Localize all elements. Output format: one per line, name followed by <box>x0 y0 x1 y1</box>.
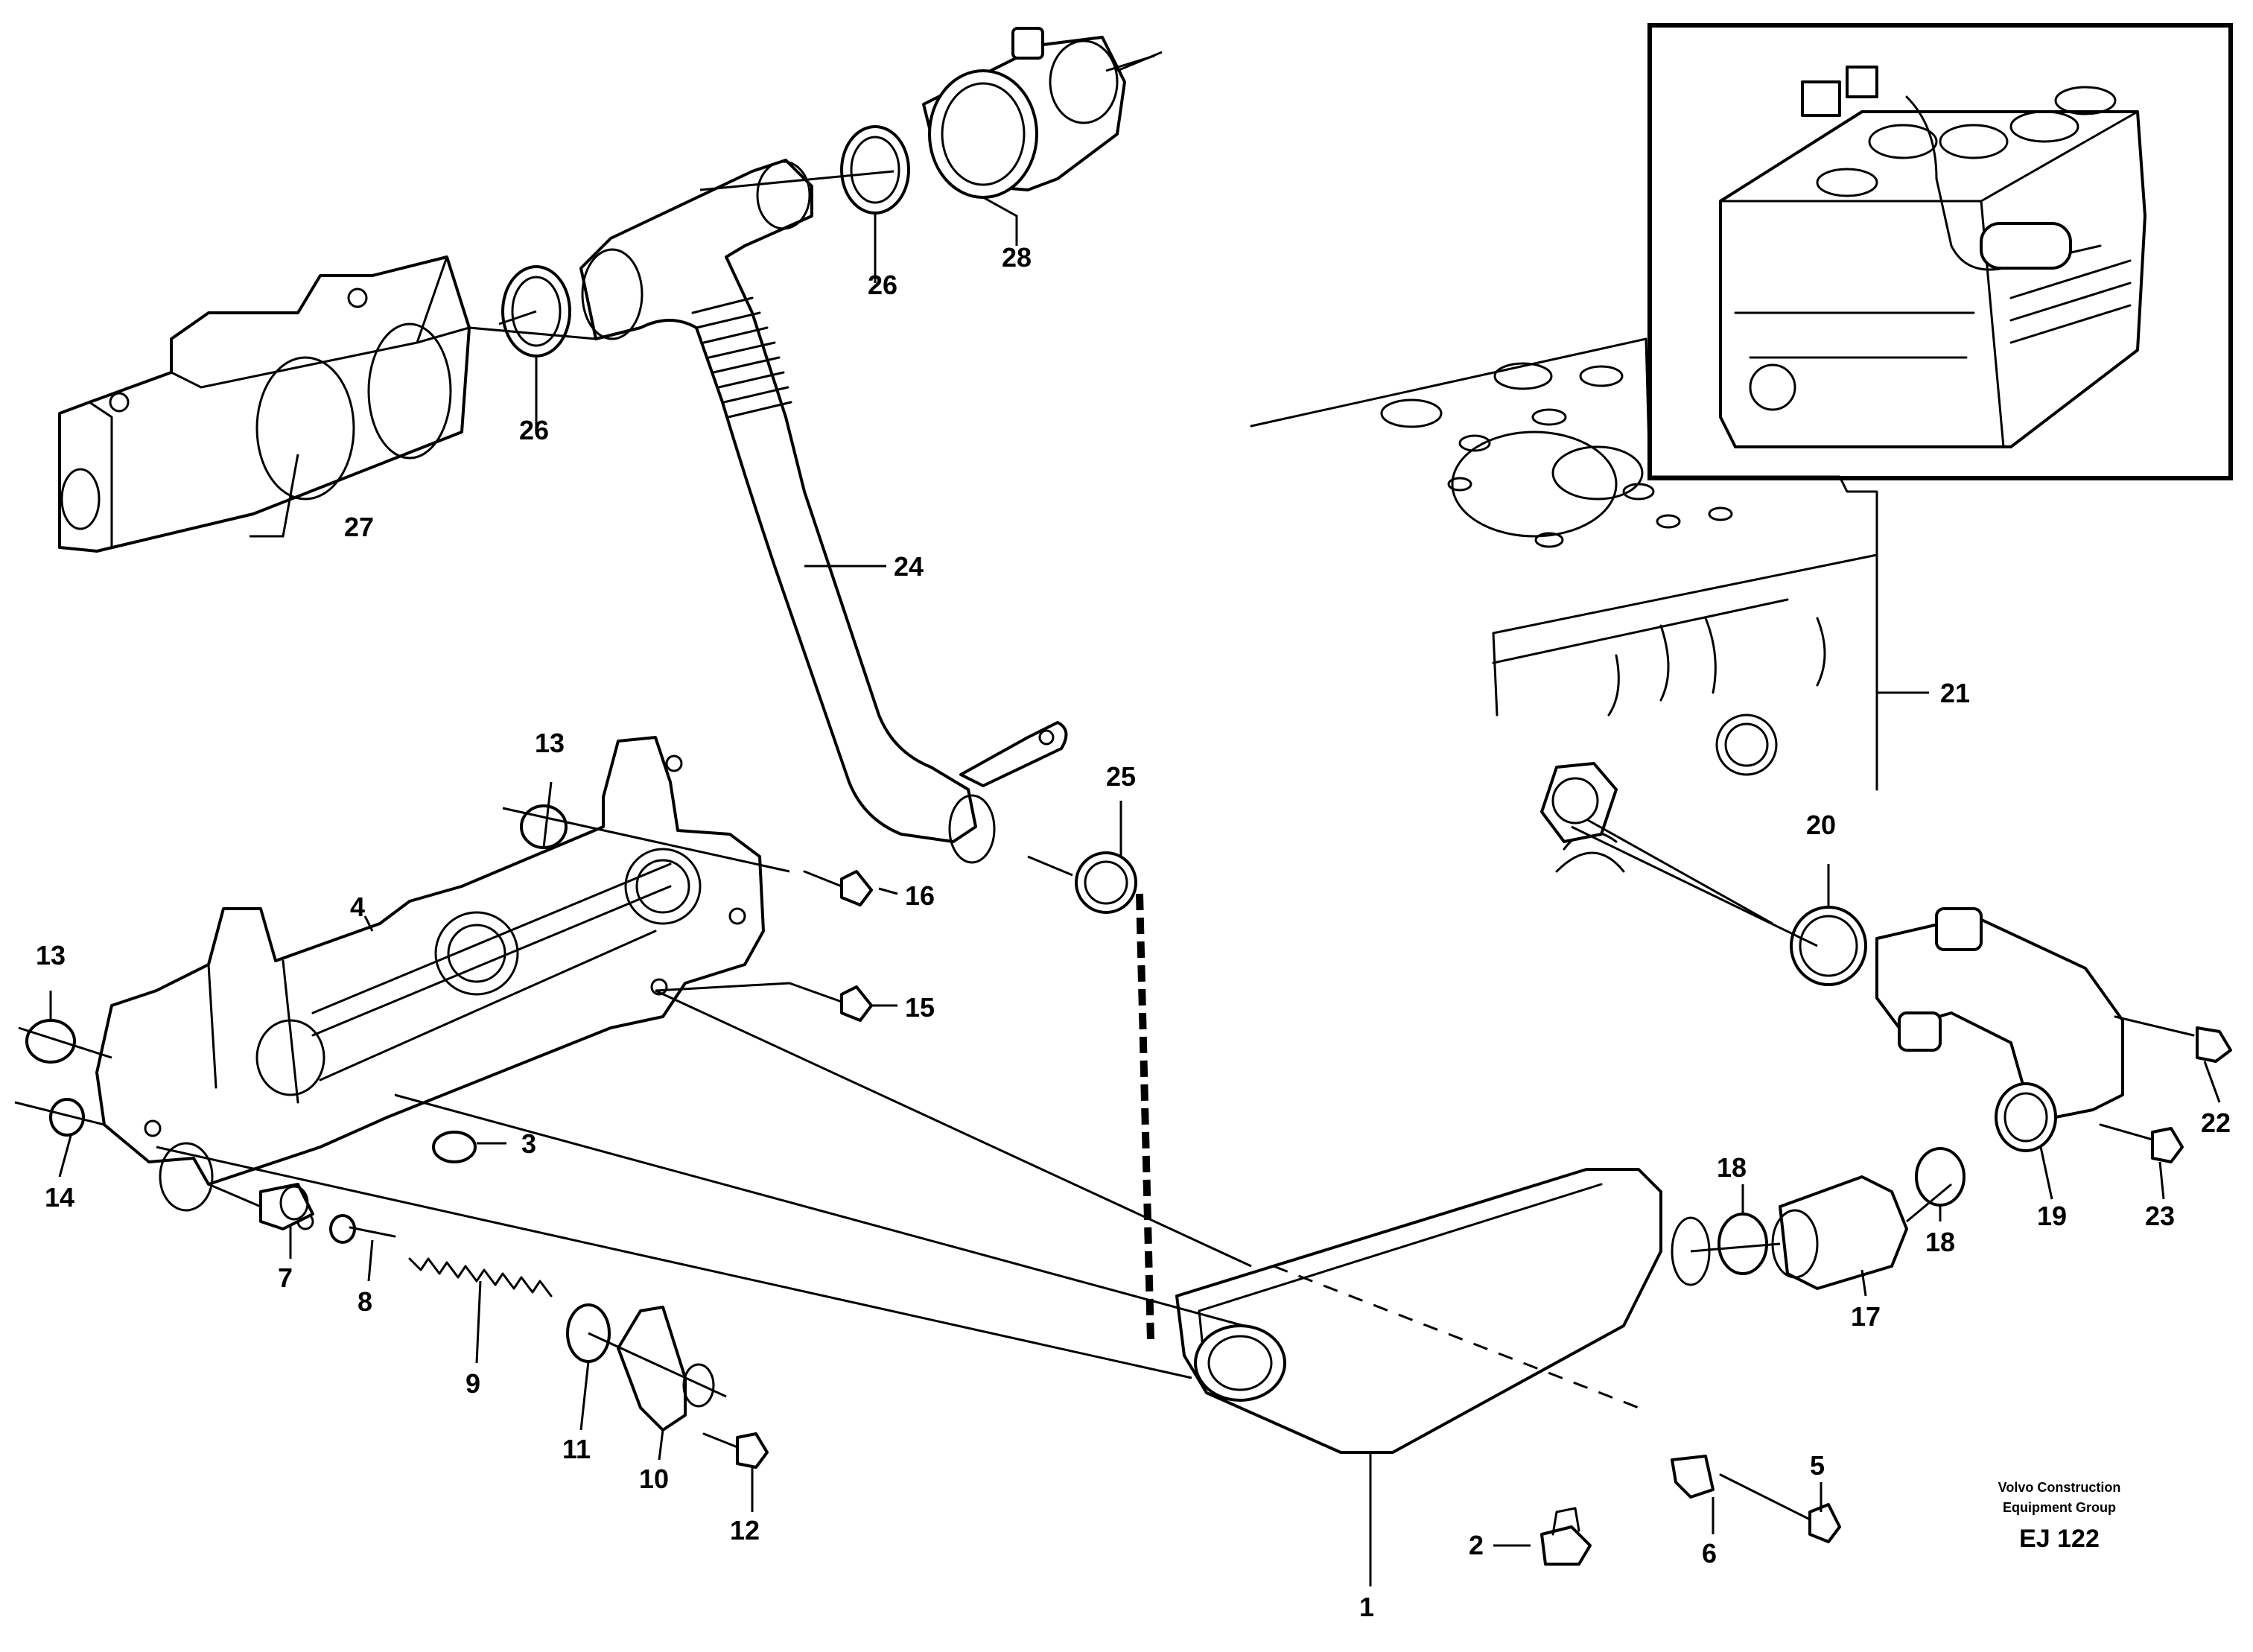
callout-22: 22 <box>2201 1108 2231 1138</box>
part-27-housing <box>58 255 471 553</box>
callout-8: 8 <box>358 1286 372 1317</box>
callout-21: 21 <box>1940 678 1970 708</box>
part-25-seal <box>1075 851 1137 914</box>
part-23-bolt <box>2099 1123 2184 1163</box>
publisher-line-1: Volvo Construction <box>1998 1480 2121 1495</box>
part-18-seal-right <box>1915 1147 1966 1207</box>
callout-2: 2 <box>1469 1530 1484 1560</box>
part-28-connector <box>922 27 1126 199</box>
part-12-bolt <box>702 1432 769 1469</box>
part-19-elbow <box>1875 907 2124 1152</box>
figure-code: EJ 122 <box>2019 1525 2100 1553</box>
callout-13-left: 13 <box>36 940 66 970</box>
callout-24: 24 <box>894 551 924 582</box>
callout-26-right: 26 <box>868 270 897 300</box>
part-9-spring <box>408 1257 553 1297</box>
axis-dashed <box>1273 1265 1639 1409</box>
publisher-line-2: Equipment Group <box>2003 1500 2116 1515</box>
callout-28: 28 <box>1002 242 1032 273</box>
callout-11: 11 <box>562 1434 591 1464</box>
callout-27: 27 <box>344 512 374 542</box>
part-1-oil-cooler <box>1175 1168 1711 1454</box>
part-20-seal <box>1790 906 1867 986</box>
callout-18-left: 18 <box>1717 1152 1747 1183</box>
part-10-cover <box>617 1306 715 1432</box>
part-3-seal <box>432 1131 477 1163</box>
hose-route-dashed <box>1136 893 1154 1341</box>
callout-23: 23 <box>2145 1201 2175 1231</box>
part-7-sleeve <box>259 1183 314 1230</box>
part-4-manifold <box>95 736 765 1230</box>
part-2-plug <box>1540 1507 1592 1566</box>
part-24-pipe <box>579 159 1068 864</box>
part-22-bolt <box>2114 1015 2232 1063</box>
part-21-engine-block <box>1250 337 1878 873</box>
callout-20: 20 <box>1806 810 1836 840</box>
callout-4: 4 <box>350 892 365 922</box>
callout-3: 3 <box>521 1128 536 1159</box>
callout-10: 10 <box>639 1464 669 1494</box>
inset-engine-overview <box>1647 23 2233 480</box>
part-13-seal-left <box>25 1019 76 1064</box>
callout-15: 15 <box>905 992 935 1023</box>
callout-1: 1 <box>1359 1592 1374 1622</box>
part-15-bolt <box>788 982 873 1022</box>
callout-16: 16 <box>905 880 935 911</box>
part-17-pipe-stub <box>1771 1175 1908 1290</box>
callout-17: 17 <box>1851 1301 1881 1332</box>
part-6-clip <box>1671 1455 1715 1499</box>
part-14-seal <box>49 1098 85 1137</box>
callout-19: 19 <box>2037 1201 2067 1231</box>
callout-25: 25 <box>1106 761 1136 792</box>
part-8-plunger <box>329 1214 396 1244</box>
publisher-block: Volvo Construction Equipment Group EJ 12… <box>1998 1480 2121 1553</box>
leader-lines <box>14 51 2221 1586</box>
callout-6: 6 <box>1702 1538 1717 1569</box>
part-26-seal-right <box>840 125 910 215</box>
part-18-seal-left <box>1717 1213 1768 1275</box>
part-16-bolt <box>803 870 873 906</box>
callout-9: 9 <box>465 1368 480 1399</box>
callout-labels: 1 2 3 4 5 6 7 8 9 10 11 12 13 13 14 15 1… <box>36 242 2231 1622</box>
callout-14: 14 <box>45 1182 74 1213</box>
callout-13-top: 13 <box>535 728 565 758</box>
part-5-bolt <box>1719 1473 1841 1543</box>
callout-26-left: 26 <box>519 415 549 445</box>
callout-5: 5 <box>1810 1450 1825 1481</box>
callout-12: 12 <box>730 1515 760 1545</box>
callout-7: 7 <box>278 1262 293 1293</box>
callout-18-right: 18 <box>1925 1227 1955 1257</box>
